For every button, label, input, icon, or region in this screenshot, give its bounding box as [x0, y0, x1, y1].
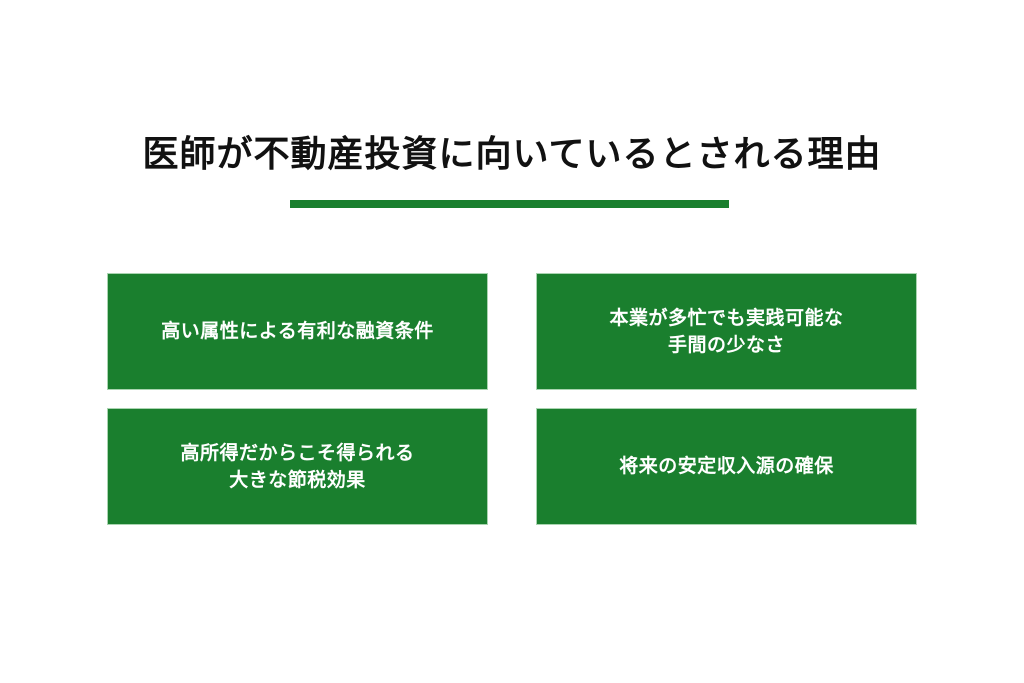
- reason-card-label: 将来の安定収入源の確保: [619, 455, 834, 477]
- reason-card-low-effort: 本業が多忙でも実践可能な 手間の少なさ: [536, 273, 917, 390]
- page-title: 医師が不動産投資に向いているとされる理由: [142, 134, 882, 175]
- reason-card-tax-savings: 高所得だからこそ得られる 大きな節税効果: [107, 408, 488, 525]
- reason-card-stable-income: 将来の安定収入源の確保: [536, 408, 917, 525]
- reason-card-label: 本業が多忙でも実践可能な 手間の少なさ: [609, 306, 844, 356]
- reason-card-label: 高い属性による有利な融資条件: [161, 320, 434, 342]
- reason-card-financing: 高い属性による有利な融資条件: [107, 273, 488, 390]
- reason-card-label: 高所得だからこそ得られる 大きな節税効果: [180, 441, 415, 491]
- title-underline-divider: [290, 200, 729, 208]
